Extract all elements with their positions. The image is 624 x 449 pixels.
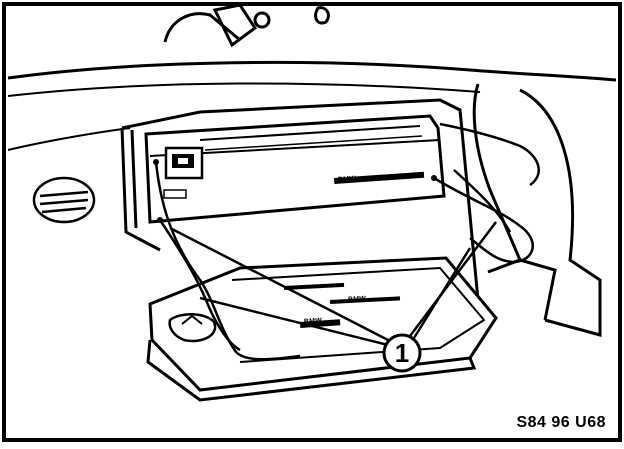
cd-unit [144, 114, 446, 224]
recess-housing [120, 98, 480, 301]
brand-label-flap: BMW [347, 295, 367, 304]
callout-leaders [169, 221, 497, 347]
brand-label-cd: BMW [337, 175, 357, 184]
frame-border [2, 2, 622, 442]
right-housing [472, 83, 602, 337]
callout-number: 1 [394, 338, 410, 368]
upper-bracket [163, 3, 330, 48]
dashboard-outline [7, 60, 617, 151]
brand-label-lower: BMW [303, 317, 323, 326]
callout-circle [382, 333, 422, 373]
reference-code: S84 96 U68 [516, 414, 606, 431]
vent [32, 176, 96, 224]
